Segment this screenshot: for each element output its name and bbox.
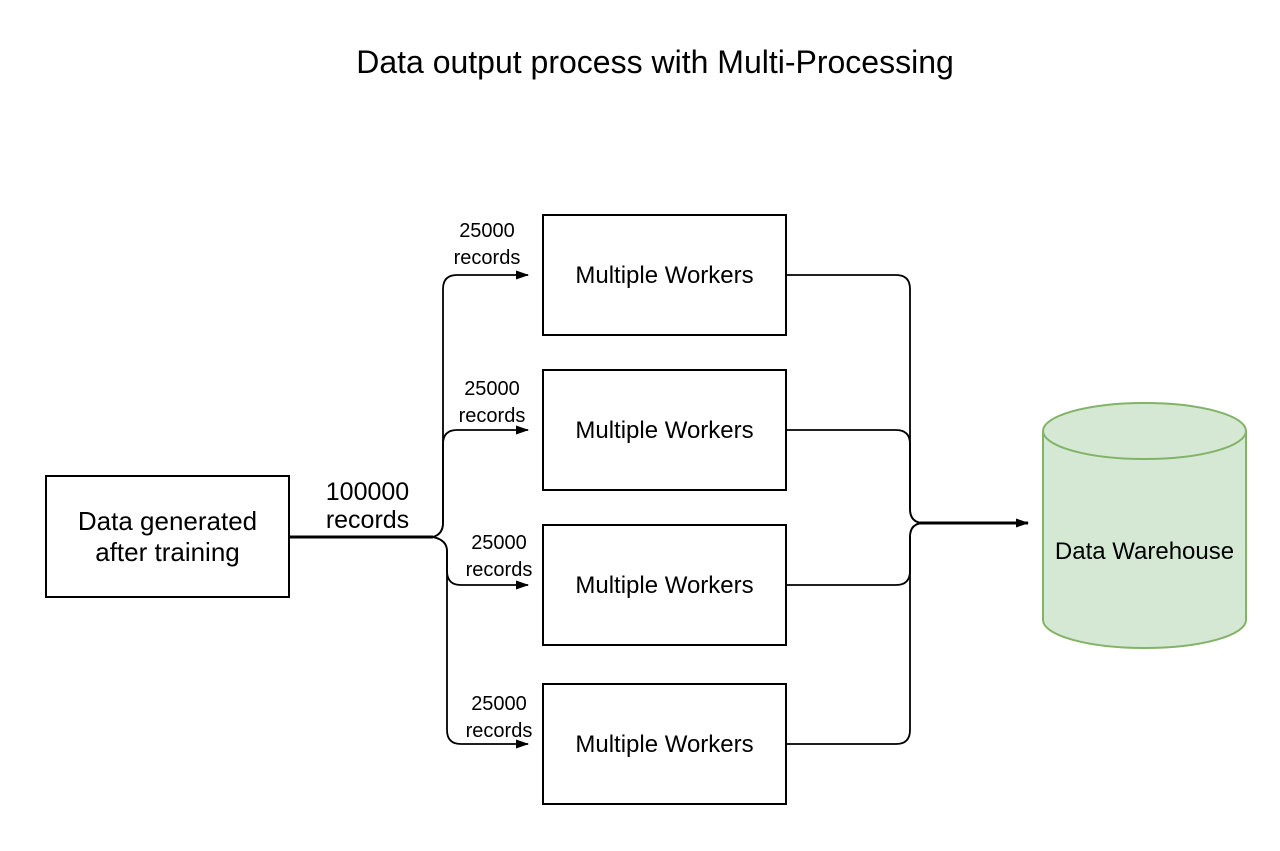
main-edge-label-line2: records [325,506,410,534]
branch-edge-4 [432,536,529,749]
node-worker-2: Multiple Workers [542,369,787,491]
node-data-generated: Data generated after training [45,475,290,598]
diagram-title: Data output process with Multi-Processin… [356,44,954,80]
warehouse-cylinder-body [1042,431,1247,649]
node-worker-1-label: Multiple Workers [575,261,754,289]
main-edge-label: 100000 records [305,478,430,534]
branch-edge-label-3: 25000 records [439,530,559,584]
node-data-generated-label: Data generated after training [77,505,258,567]
branch-edge-label-2-line1: 25000 [464,378,520,400]
node-worker-3: Multiple Workers [542,524,787,646]
node-warehouse-label: Data Warehouse [1054,538,1235,565]
output-edge-3 [787,522,925,586]
branch-edge-label-3-line2: records [465,559,533,581]
node-worker-4: Multiple Workers [542,683,787,805]
edges [290,270,1029,749]
output-edge-2 [787,429,925,524]
branch-edge-label-4: 25000 records [439,691,559,745]
output-edge-4 [787,522,925,745]
warehouse-shape [1042,402,1247,649]
branch-edge-label-2-line2: records [458,405,526,427]
branch-edge-label-3-line1: 25000 [471,532,527,554]
node-worker-4-label: Multiple Workers [575,730,754,758]
branch-edge-label-1-line1: 25000 [459,220,515,242]
node-worker-2-label: Multiple Workers [575,416,754,444]
branch-edge-label-4-line1: 25000 [471,693,527,715]
branch-edge-2 [432,425,529,538]
node-worker-1: Multiple Workers [542,214,787,336]
branch-edge-label-1: 25000 records [427,218,547,272]
branch-edge-label-2: 25000 records [432,376,552,430]
main-edge-label-line1: 100000 [325,478,410,506]
output-edge-1 [787,274,925,524]
node-worker-3-label: Multiple Workers [575,571,754,599]
branch-edge-label-1-line2: records [453,247,521,269]
warehouse-cylinder-top [1042,402,1247,460]
branch-edge-label-4-line2: records [465,720,533,742]
